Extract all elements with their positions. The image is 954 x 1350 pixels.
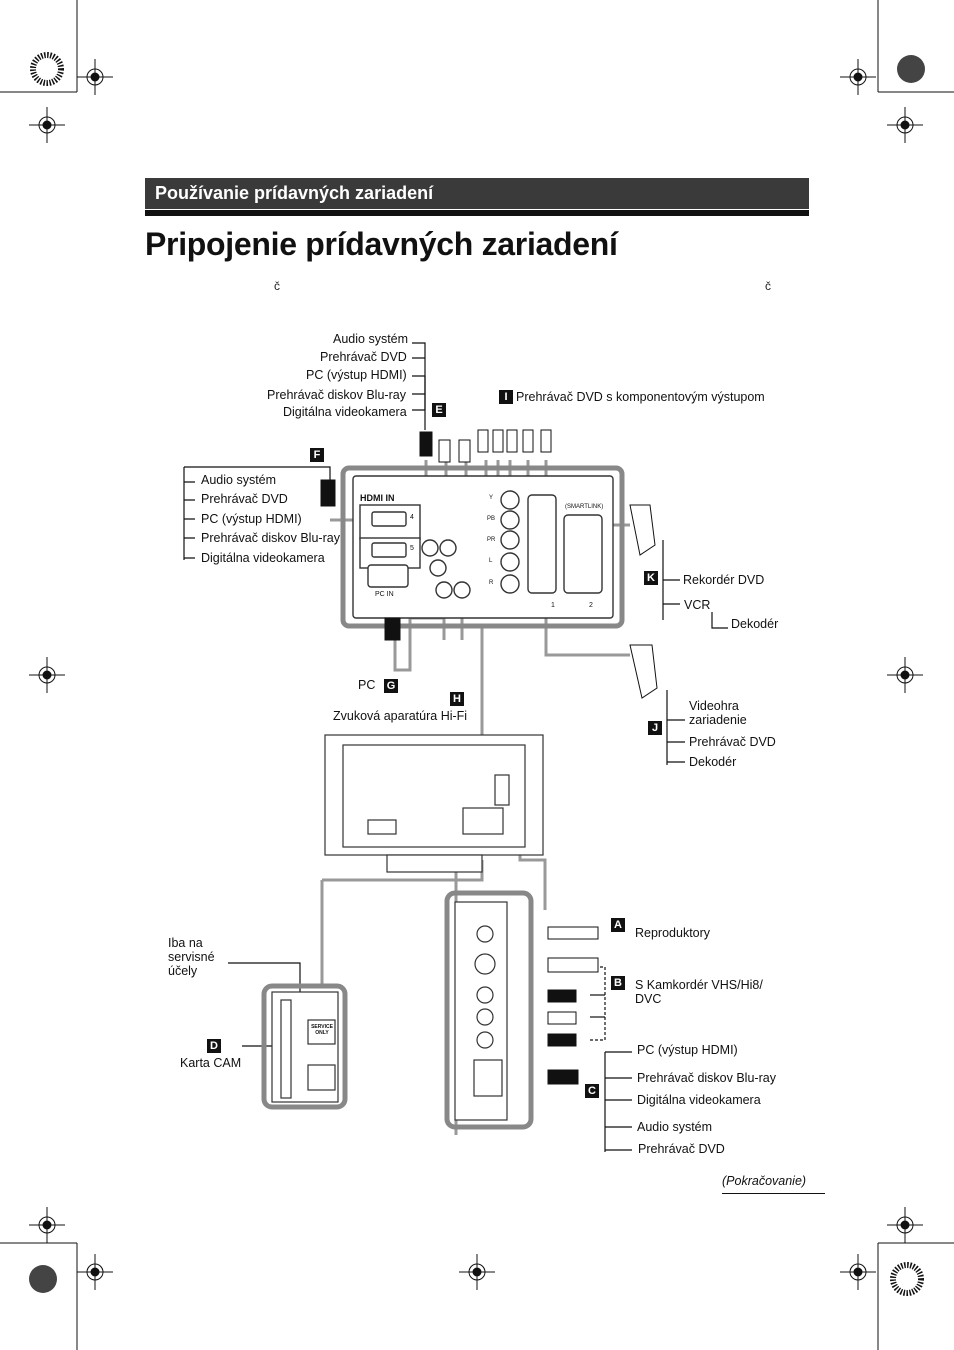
e-item-dvd: Prehrávač DVD xyxy=(320,350,407,364)
c-item-pc: PC (výstup HDMI) xyxy=(637,1043,738,1057)
panel-comp-pr: PR xyxy=(487,537,496,543)
c-item-bluray: Prehrávač diskov Blu-ray xyxy=(637,1071,776,1085)
g-label: PC xyxy=(358,678,376,692)
panel-hdmi-4: 4 xyxy=(410,514,414,521)
badge-f: F xyxy=(310,448,324,462)
k-item-decoder: Dekodér xyxy=(731,617,779,631)
stray-glyph-left: č xyxy=(274,279,280,293)
badge-h: H xyxy=(450,692,464,706)
e-item-bluray: Prehrávač diskov Blu-ray xyxy=(267,388,406,402)
starburst-marks xyxy=(29,52,925,1296)
f-item-dvd: Prehrávač DVD xyxy=(201,492,288,506)
i-label: Prehrávač DVD s komponentovým výstupom xyxy=(516,390,765,404)
a-label: Reproduktory xyxy=(635,926,711,940)
f-item-pc: PC (výstup HDMI) xyxy=(201,512,302,526)
badge-b: B xyxy=(611,976,625,990)
badge-j: J xyxy=(648,721,662,735)
badge-i: I xyxy=(499,390,513,404)
panel-hdmi-in: HDMI IN xyxy=(360,493,395,503)
rear-panel xyxy=(340,465,625,629)
badge-c: C xyxy=(585,1084,599,1098)
panel-hdmi-5: 5 xyxy=(410,545,414,552)
k-item-vcr: VCR xyxy=(684,598,711,612)
f-item-camcorder: Digitálna videokamera xyxy=(201,551,325,565)
panel-scart-2: 2 xyxy=(589,602,593,609)
e-item-pc: PC (výstup HDMI) xyxy=(306,368,407,382)
c-item-dvd: Prehrávač DVD xyxy=(638,1142,725,1156)
badge-a: A xyxy=(611,918,625,932)
plugs xyxy=(320,429,658,1085)
b-label: S Kamkordér VHS/Hi8/ DVC xyxy=(635,978,763,1006)
panel-pc-in: PC IN xyxy=(375,591,394,598)
panel-comp-y: Y xyxy=(489,495,494,501)
badge-d: D xyxy=(207,1039,221,1053)
c-item-camcorder: Digitálna videokamera xyxy=(637,1093,761,1107)
panel-smartlink: (SMARTLINK) xyxy=(565,504,604,510)
registration-marks xyxy=(29,59,923,1290)
h-label: Zvuková aparatúra Hi-Fi xyxy=(333,709,468,723)
continued-label: (Pokračovanie) xyxy=(722,1174,807,1188)
f-item-audio: Audio systém xyxy=(201,473,277,487)
e-item-audio: Audio systém xyxy=(333,332,409,346)
badge-k: K xyxy=(644,571,658,585)
j-item-decoder: Dekodér xyxy=(689,755,737,769)
panel-comp-pb: PB xyxy=(487,516,496,522)
tv-rear xyxy=(324,734,544,873)
continued-underline xyxy=(722,1193,825,1194)
badge-e: E xyxy=(432,403,446,417)
d-label: Karta CAM xyxy=(180,1056,242,1070)
e-item-camcorder: Digitálna videokamera xyxy=(283,405,407,419)
panel-comp-r: R xyxy=(489,580,494,586)
section-header-bar xyxy=(145,178,809,209)
section-header-underline xyxy=(145,210,809,216)
stray-glyph-right: č xyxy=(765,279,771,293)
cam-panel xyxy=(261,983,348,1110)
c-item-audio: Audio systém xyxy=(637,1120,713,1134)
panel-comp-l: L xyxy=(489,558,493,564)
j-item-game: Videohra zariadenie xyxy=(689,699,747,727)
f-item-bluray: Prehrávač diskov Blu-ray xyxy=(201,531,340,545)
section-title: Používanie prídavných zariadení xyxy=(155,183,434,203)
service-label: Iba na servisné účely xyxy=(168,936,215,978)
badge-g: G xyxy=(384,679,398,693)
side-panel xyxy=(444,890,534,1130)
page-title: Pripojenie prídavných zariadení xyxy=(145,226,618,262)
panel-service-only: SERVICE ONLY xyxy=(311,1024,333,1036)
j-item-dvd: Prehrávač DVD xyxy=(689,735,776,749)
k-item-dvd-recorder: Rekordér DVD xyxy=(683,573,765,587)
panel-scart-1: 1 xyxy=(551,602,555,609)
